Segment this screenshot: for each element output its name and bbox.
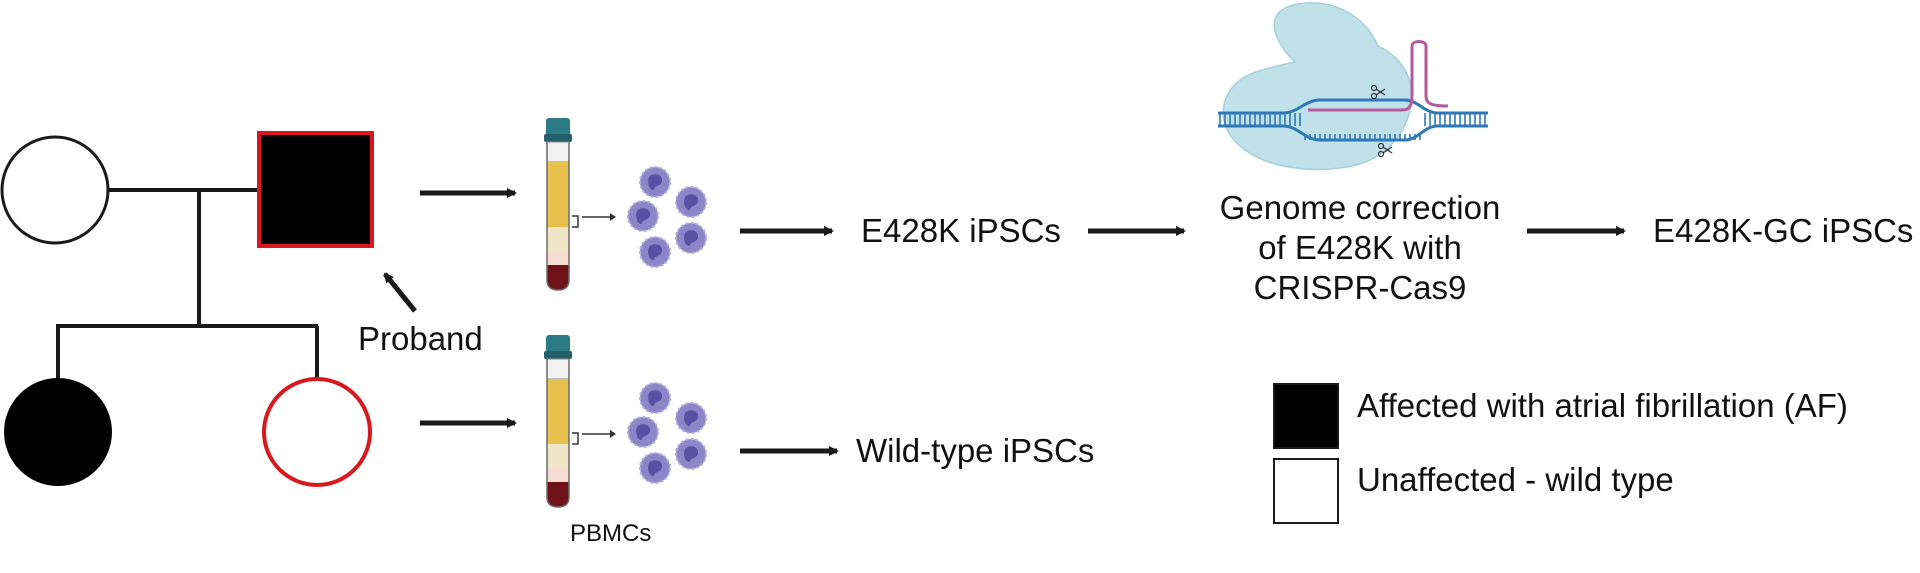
daughter-affected-symbol: [4, 378, 112, 486]
scissors-icon: [1377, 142, 1393, 158]
genome-correction-line-1: Genome correction: [1219, 189, 1501, 226]
legend-unaffected-swatch: [1273, 458, 1339, 524]
dna-lower-strand: [1218, 124, 1488, 142]
proband-arrow: [383, 272, 417, 313]
pbmc-cell-icon: [639, 166, 671, 198]
guide-rna-icon: [1308, 40, 1449, 112]
proband-father-affected-symbol: [257, 131, 374, 248]
pbmc-cell-icon: [675, 186, 707, 218]
blood-tube-icon: [544, 335, 616, 508]
genome-correction-line-2: of E428K with: [1258, 229, 1462, 266]
dna-upper-strand: [1218, 98, 1488, 115]
pbmc-cell-icon: [627, 416, 659, 448]
pbmc-cell-icon: [639, 236, 671, 268]
wildtype-ipscs-label: Wild-type iPSCs: [856, 432, 1095, 469]
pbmc-cell-icon: [627, 200, 659, 232]
blood-tube-icon: [544, 118, 616, 291]
pbmc-cell-icon: [639, 382, 671, 414]
pbmc-cell-icon: [675, 222, 707, 254]
genome-correction-label: Genome correction of E428K with CRISPR-C…: [1195, 188, 1525, 308]
pbmc-label: PBMCs: [570, 520, 652, 547]
pbmc-cell-icon: [639, 452, 671, 484]
cas9-protein-icon: [1222, 2, 1413, 171]
legend-affected-swatch: [1273, 383, 1339, 449]
proband-label: Proband: [358, 320, 483, 357]
scissors-icon: [1370, 84, 1386, 100]
legend-affected-label: Affected with atrial fibrillation (AF): [1357, 387, 1848, 424]
genome-correction-line-3: CRISPR-Cas9: [1253, 269, 1467, 306]
pbmc-cell-icon: [675, 402, 707, 434]
crispr-cas9-icon: [1218, 2, 1488, 171]
workflow-arrows: [420, 188, 1626, 456]
pbmc-cell-icon: [675, 438, 707, 470]
legend-unaffected-label: Unaffected - wild type: [1357, 461, 1674, 498]
mother-unaffected-symbol: [0, 135, 110, 245]
pedigree: [0, 131, 417, 487]
e428k-gc-ipscs-label: E428K-GC iPSCs: [1653, 212, 1914, 249]
daughter-unaffected-symbol: [262, 377, 372, 487]
e428k-ipscs-label: E428K iPSCs: [861, 212, 1061, 249]
pbmc-cluster-top: [627, 166, 707, 268]
pbmc-cluster-bottom: [627, 382, 707, 484]
